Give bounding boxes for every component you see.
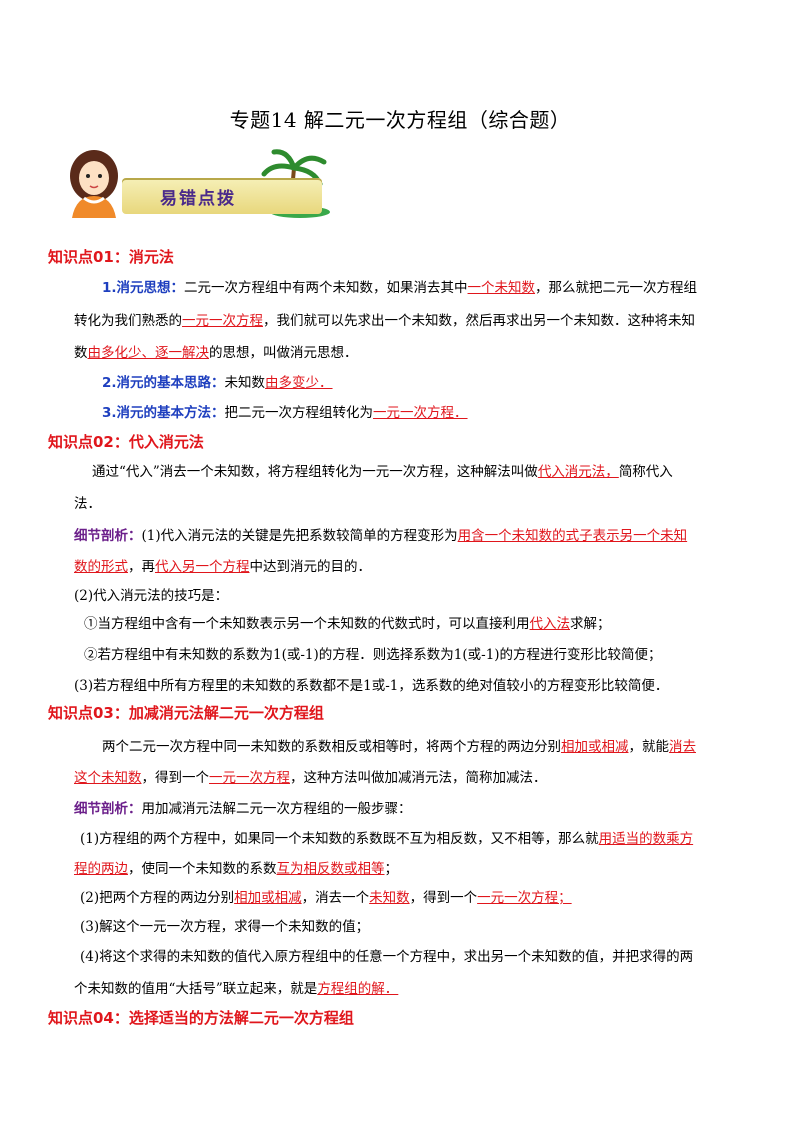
banner-strip [122, 178, 322, 214]
k3-line5: 程的两边，使同一个未知数的系数互为相反数或相等； [74, 861, 398, 877]
k2-line1: 通过“代入”消去一个未知数，将方程组转化为一元一次方程，这种解法叫做代入消元法，… [92, 464, 673, 480]
k1-line4: 2.消元的基本思路：未知数由多变少． [102, 375, 333, 391]
k3-line9: 个未知数的值用“大括号”联立起来，就是方程组的解． [74, 981, 399, 997]
k3-line3: 细节剖析：用加减消元法解二元一次方程组的一般步骤： [74, 801, 412, 817]
k2-line3: 细节剖析：(1)代入消元法的关键是先把系数较简单的方程变形为用含一个未知数的式子… [74, 528, 688, 544]
k2-line5: (2)代入消元法的技巧是： [74, 588, 229, 604]
heading-k3: 知识点03：加减消元法解二元一次方程组 [48, 704, 324, 722]
k1-line3: 数由多化少、逐一解决的思想，叫做消元思想． [74, 345, 358, 361]
k1-line2: 转化为我们熟悉的一元一次方程，我们就可以先求出一个未知数，然后再求出另一个未知数… [74, 313, 695, 329]
k3-line8: (4)将这个求得的未知数的值代入原方程组中的任意一个方程中，求出另一个未知数的值… [80, 949, 694, 965]
k1-line5: 3.消元的基本方法：把二元一次方程组转化为一元一次方程． [102, 405, 468, 421]
k2-line8: (3)若方程组中所有方程里的未知数的系数都不是1或-1，选系数的绝对值较小的方程… [74, 678, 669, 694]
girl-illustration [70, 149, 330, 218]
k1-line1: 1.消元思想：二元一次方程组中有两个未知数，如果消去其中一个未知数，那么就把二元… [102, 280, 698, 296]
heading-k1: 知识点01：消元法 [48, 248, 174, 266]
page-title: 专题14 解二元一次方程组（综合题） [229, 108, 571, 132]
k3-line2: 这个未知数，得到一个一元一次方程，这种方法叫做加减消元法，简称加减法． [74, 770, 547, 786]
k3-line7: (3)解这个一元一次方程，求得一个未知数的值； [80, 919, 370, 935]
k2-line4: 数的形式，再代入另一个方程中达到消元的目的． [74, 559, 371, 575]
k2-line2: 法． [74, 496, 101, 512]
heading-k2: 知识点02：代入消元法 [48, 433, 204, 451]
k3-line6: (2)把两个方程的两边分别相加或相减，消去一个未知数，得到一个一元一次方程； [80, 890, 572, 906]
k2-line6: ①当方程组中含有一个未知数表示另一个未知数的代数式时，可以直接利用代入法求解； [84, 616, 611, 632]
k2-line7: ②若方程组中有未知数的系数为1(或-1)的方程．则选择系数为1(或-1)的方程进… [84, 647, 662, 663]
k3-line4: (1)方程组的两个方程中，如果同一个未知数的系数既不互为相反数，又不相等，那么就… [80, 831, 694, 847]
heading-k4: 知识点04：选择适当的方法解二元一次方程组 [48, 1009, 354, 1027]
section-banner: 易错点拨 [62, 148, 332, 218]
k3-line1: 两个二元一次方程中同一未知数的系数相反或相等时，将两个方程的两边分别相加或相减，… [102, 739, 696, 755]
banner-label: 易错点拨 [160, 189, 236, 209]
